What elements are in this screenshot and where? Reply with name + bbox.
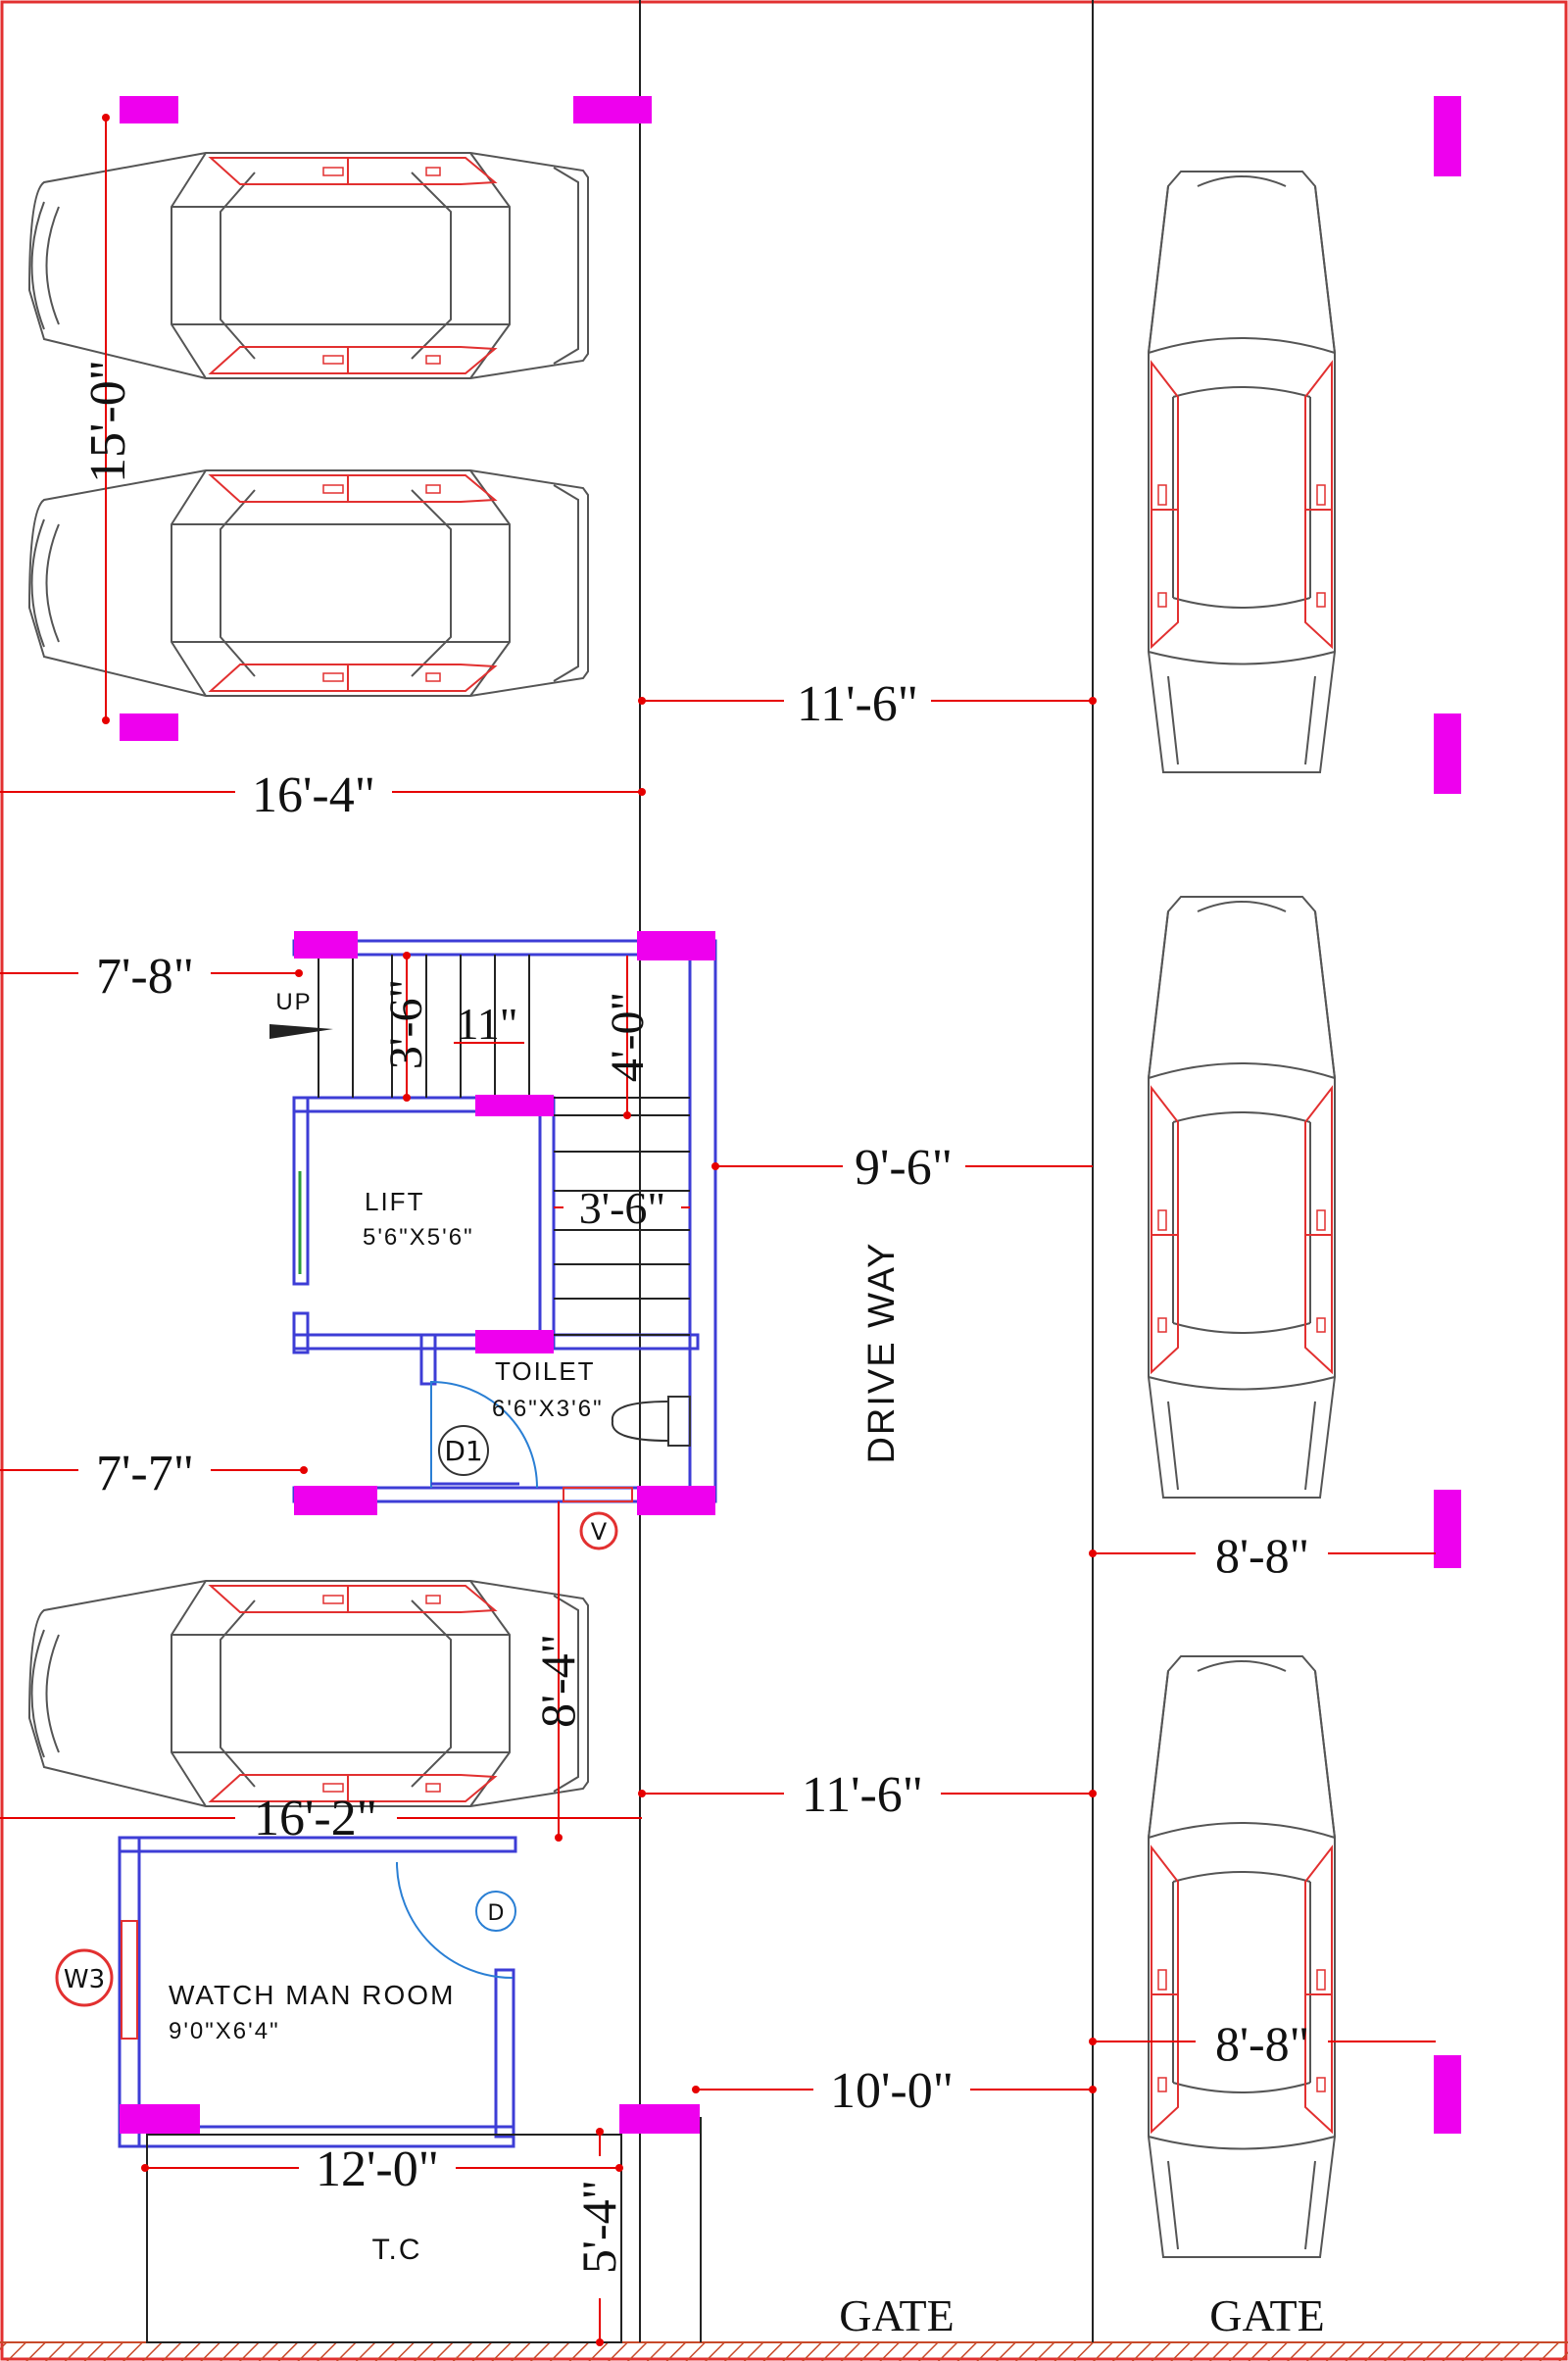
dim-left-width-top: 16'-4" <box>252 767 375 823</box>
dim-left-toilet: 7'-7" <box>96 1446 194 1501</box>
label-watchman-size: 9'0"X6'4" <box>169 2018 280 2044</box>
tag-d: D <box>488 1901 505 1926</box>
dim-drive-mid: 9'-6" <box>855 1140 953 1196</box>
label-lift: LIFT <box>365 1187 424 1216</box>
columns <box>120 96 1461 2134</box>
dim-car-length: 15'-0" <box>80 360 136 483</box>
window-w3 <box>121 1920 138 2040</box>
car-right-1 <box>1148 171 1336 773</box>
dim-bay-right-lower: 8'-8" <box>1215 2016 1309 2071</box>
dim-left-width-lower: 16'-2" <box>254 1791 377 1846</box>
tag-w3: W3 <box>64 1965 105 1994</box>
door-v <box>563 1487 633 1502</box>
gate-left: GATE <box>839 2290 955 2340</box>
dimension-lines <box>0 118 1436 2342</box>
tag-d-circle <box>475 1891 516 1932</box>
dim-landing: 4'-0" <box>602 992 654 1082</box>
label-tc: T.C <box>372 2234 422 2266</box>
label-toilet-size: 6'6"X3'6" <box>492 1396 604 1422</box>
tag-d1-circle <box>438 1425 489 1476</box>
dim-drive-lower: 11'-6" <box>802 1767 923 1823</box>
label-toilet: TOILET <box>495 1356 596 1386</box>
tag-v-circle <box>579 1511 618 1550</box>
label-watchman: WATCH MAN ROOM <box>169 1980 455 2010</box>
door-d-swing <box>396 1861 514 1979</box>
dim-bay-right: 8'-8" <box>1215 1528 1309 1583</box>
dim-step: 11" <box>456 999 517 1049</box>
dimension-ticks <box>102 114 1097 2346</box>
dim-drive-bottom: 10'-0" <box>830 2063 954 2119</box>
label-up: UP <box>275 989 312 1015</box>
dim-car-bay: 8'-4" <box>530 1634 585 1728</box>
tc-room <box>146 2134 622 2343</box>
up-arrow-icon <box>270 1024 333 1039</box>
dim-drive-top: 11'-6" <box>797 676 918 732</box>
gate-right: GATE <box>1209 2290 1325 2340</box>
tag-v: V <box>591 1518 608 1546</box>
wc-icon <box>611 1396 691 1447</box>
tag-w3-circle <box>55 1948 114 2007</box>
door-d1-swing <box>430 1380 538 1489</box>
label-driveway: DRIVE WAY <box>861 1241 903 1463</box>
dim-watchman-width: 12'-0" <box>316 2141 439 2197</box>
label-lift-size: 5'6"X5'6" <box>363 1224 474 1251</box>
front-hatch <box>0 2342 1568 2361</box>
dim-stair-tread: 3'-6" <box>380 979 432 1069</box>
watchman-walls <box>118 1836 517 2148</box>
car-right-3 <box>1148 1655 1336 2258</box>
car-lower <box>28 1580 589 1807</box>
car-top-1 <box>28 152 589 379</box>
dim-stair-width: 3'-6" <box>579 1183 665 1233</box>
stair-treads <box>318 955 690 1336</box>
tag-d1: D1 <box>444 1435 482 1467</box>
car-top-2 <box>28 469 589 697</box>
dim-left-stair: 7'-8" <box>96 949 194 1005</box>
car-right-2 <box>1148 896 1336 1499</box>
dim-tc-depth: 5'-4" <box>571 2180 626 2274</box>
